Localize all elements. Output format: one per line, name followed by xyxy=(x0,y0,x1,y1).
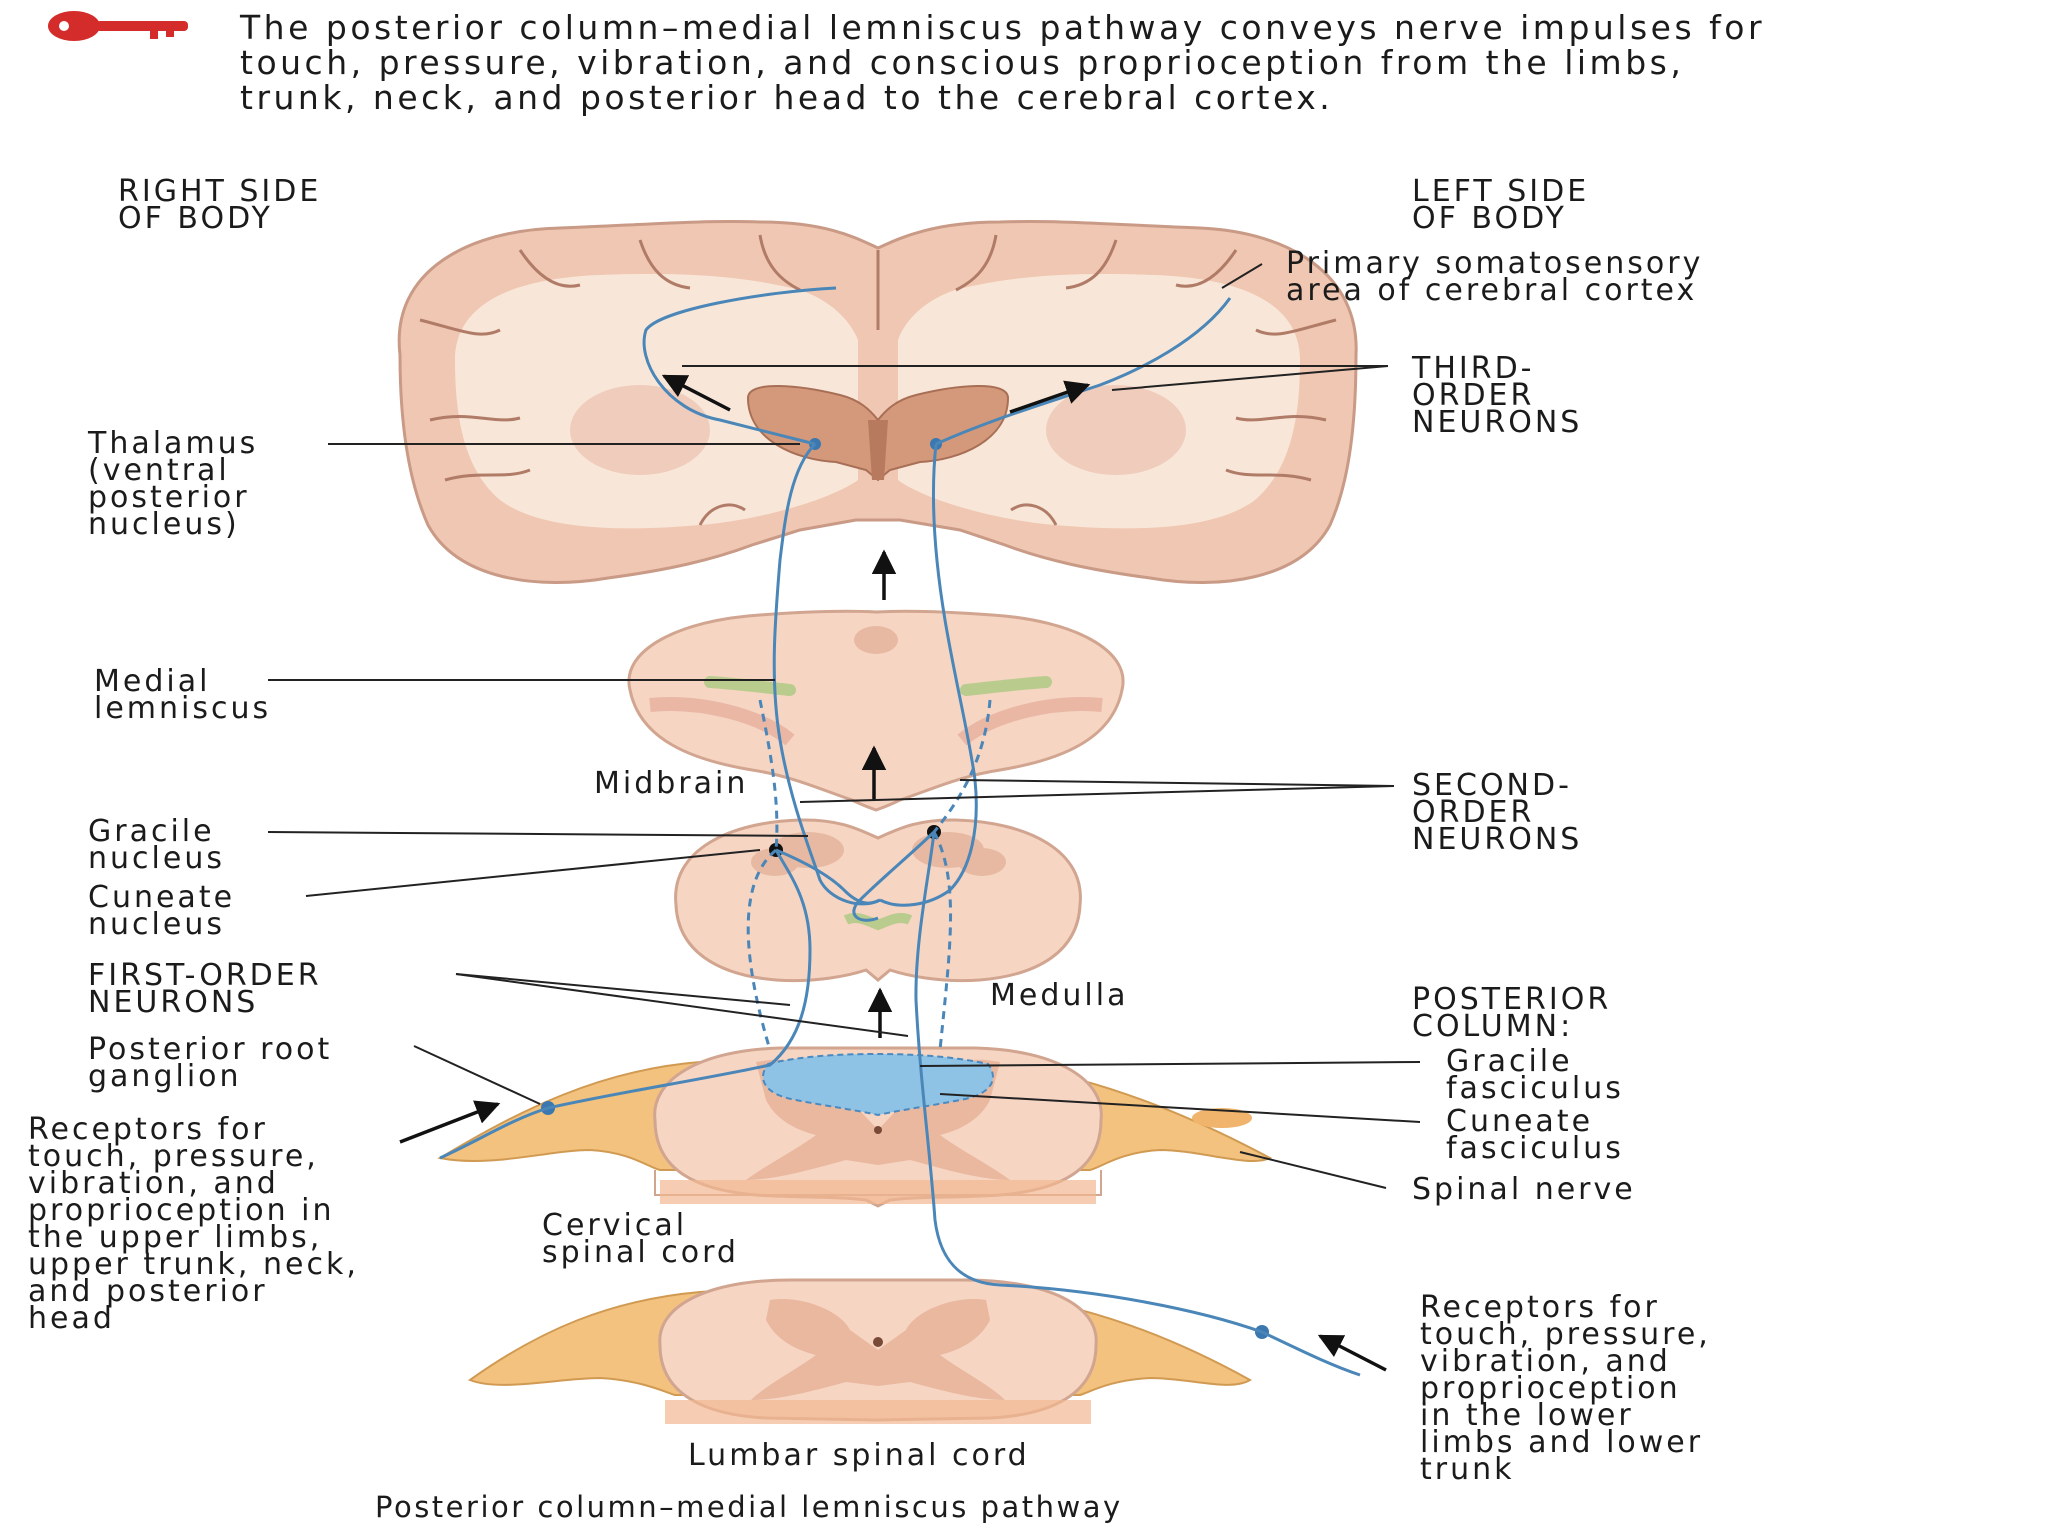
medial-lemniscus-label: Medial lemniscus xyxy=(94,664,272,726)
key-icon xyxy=(48,11,188,41)
cuneate-nucleus-label: Cuneate nucleus xyxy=(88,880,236,942)
second-order-label: SECOND- ORDER NEURONS xyxy=(1412,768,1583,857)
medulla-label: Medulla xyxy=(990,978,1129,1013)
first-order-label: FIRST-ORDER NEURONS xyxy=(88,958,322,1020)
posterior-column-label: POSTERIOR COLUMN: xyxy=(1412,982,1612,1044)
neuron-pathways xyxy=(439,286,1361,1377)
somatosensory-label: Primary somatosensory area of cerebral c… xyxy=(1286,246,1704,308)
receptors-lower-label: Receptors for touch, pressure, vibration… xyxy=(1420,1290,1711,1487)
midbrain-label: Midbrain xyxy=(594,766,749,801)
receptors-upper-label: Receptors for touch, pressure, vibration… xyxy=(28,1112,359,1336)
cerebrum-section xyxy=(397,220,1358,584)
leader-lines xyxy=(267,263,1421,1189)
intro-text: The posterior column–medial lemniscus pa… xyxy=(240,8,1766,117)
left-side-label: LEFT SIDE OF BODY xyxy=(1412,174,1590,236)
lumbar-cord-section xyxy=(467,1278,1269,1424)
spinal-nerve-label: Spinal nerve xyxy=(1412,1172,1636,1207)
cuneate-fasciculus-label: Cuneate fasciculus xyxy=(1446,1104,1624,1166)
gracile-nucleus-label: Gracile nucleus xyxy=(88,814,225,876)
right-side-label: RIGHT SIDE OF BODY xyxy=(118,174,322,236)
direction-arrows xyxy=(399,374,1387,1372)
posterior-root-ganglion-label: Posterior root ganglion xyxy=(88,1032,333,1094)
thalamus-label: Thalamus (ventral posterior nucleus) xyxy=(88,426,259,542)
cervical-cord-label: Cervical spinal cord xyxy=(542,1208,739,1270)
figure-caption: Posterior column–medial lemniscus pathwa… xyxy=(375,1490,1123,1524)
gracile-fasciculus-label: Gracile fasciculus xyxy=(1446,1044,1624,1106)
third-order-label: THIRD- ORDER NEURONS xyxy=(1412,351,1583,440)
midbrain-section xyxy=(627,609,1125,812)
cervical-cord-section xyxy=(437,1046,1273,1208)
lumbar-cord-label: Lumbar spinal cord xyxy=(688,1438,1030,1473)
